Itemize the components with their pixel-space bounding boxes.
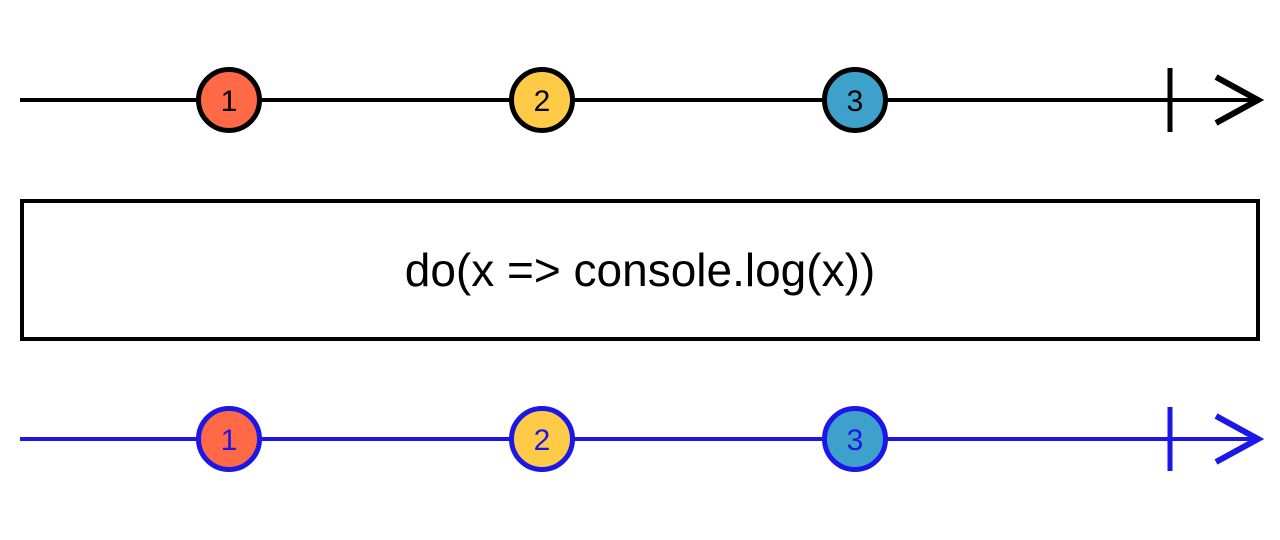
output-marble-3: 3 — [822, 406, 888, 472]
input-marble-1: 1 — [196, 67, 262, 133]
operator-label: do(x => console.log(x)) — [404, 244, 876, 296]
input-marble-1-value: 1 — [221, 85, 238, 118]
input-marble-2-circle — [509, 67, 575, 133]
output-marble-3-value: 3 — [847, 424, 864, 457]
output-marble-1: 1 — [196, 406, 262, 472]
output-marble-2-value: 2 — [534, 424, 551, 457]
operator-box: do(x => console.log(x)) — [20, 199, 1260, 341]
output-timeline: 1 2 3 — [20, 406, 1265, 472]
input-marble-1-circle — [196, 67, 262, 133]
output-arrowhead-icon — [1214, 413, 1265, 465]
input-timeline: 1 2 3 — [20, 67, 1265, 133]
input-marble-3: 3 — [822, 67, 888, 133]
output-marble-1-value: 1 — [221, 424, 238, 457]
input-marble-2: 2 — [509, 67, 575, 133]
output-marble-1-circle — [196, 406, 262, 472]
output-marble-3-circle — [822, 406, 888, 472]
input-marble-2-value: 2 — [534, 85, 551, 118]
output-marble-2: 2 — [509, 406, 575, 472]
input-arrowhead-icon — [1214, 74, 1265, 126]
output-marble-2-circle — [509, 406, 575, 472]
input-marble-3-value: 3 — [847, 85, 864, 118]
input-marble-3-circle — [822, 67, 888, 133]
